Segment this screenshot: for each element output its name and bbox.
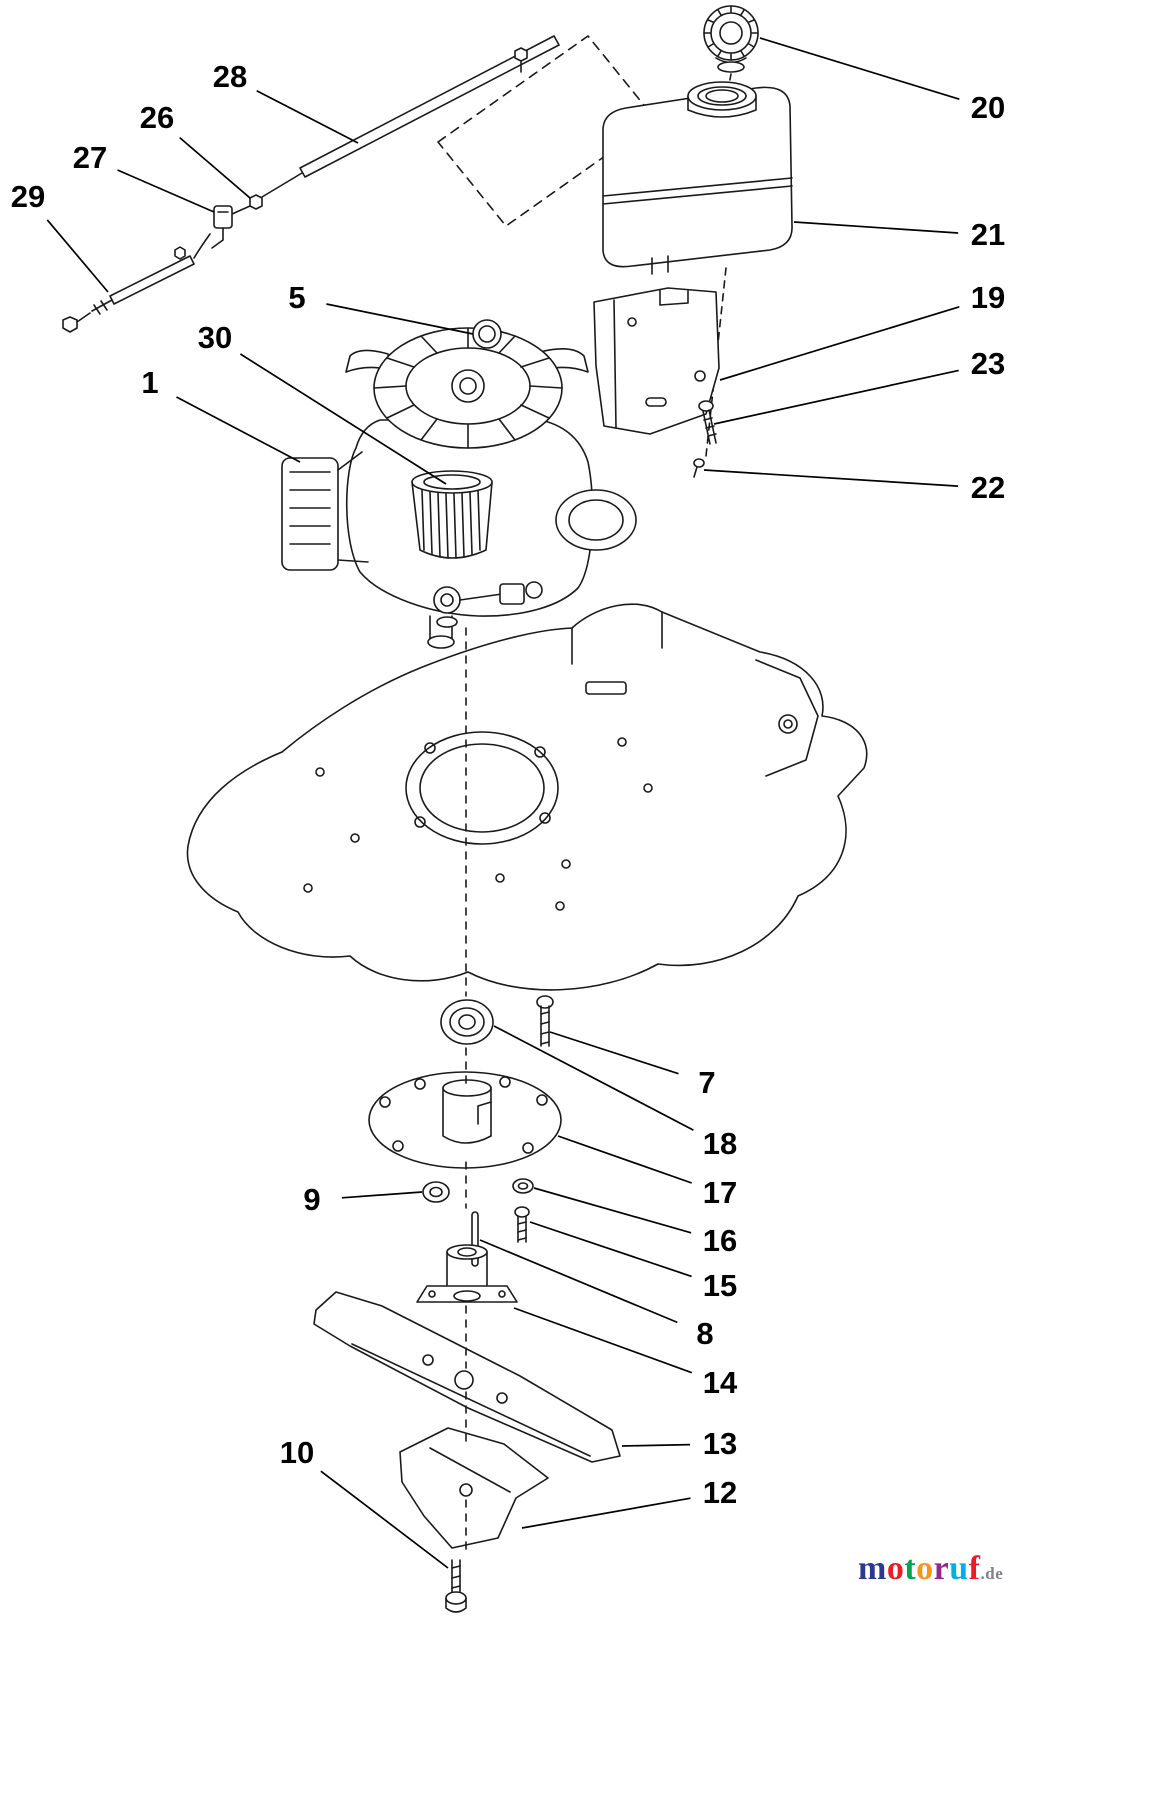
logo-letter: u xyxy=(949,1550,969,1587)
cable-rod xyxy=(62,246,195,333)
bracket-bolt xyxy=(698,400,717,445)
logo-letter: o xyxy=(886,1550,905,1587)
blade-bolt xyxy=(514,1206,530,1243)
leader-line-19 xyxy=(719,305,960,381)
leader-line-1 xyxy=(176,396,301,463)
air-cleaner xyxy=(411,470,493,559)
tank-bracket xyxy=(593,287,720,435)
fan-shroud xyxy=(345,319,589,449)
spindle-bearing xyxy=(440,999,494,1045)
cable-clamp xyxy=(193,205,233,259)
leader-line-8 xyxy=(479,1239,678,1324)
leader-line-16 xyxy=(533,1187,692,1234)
fuel-tank xyxy=(602,81,793,275)
leader-line-10 xyxy=(320,1470,449,1569)
lock-washer xyxy=(512,1178,534,1194)
leader-line-13 xyxy=(621,1443,691,1447)
logo-letter: m xyxy=(858,1550,887,1587)
leader-line-28 xyxy=(256,89,359,144)
carburetor xyxy=(433,581,543,628)
leader-line-22 xyxy=(703,469,959,487)
leader-line-7 xyxy=(549,1031,679,1075)
control-rod xyxy=(261,35,560,198)
logo-suffix: .de xyxy=(980,1564,1004,1583)
leader-line-29 xyxy=(46,219,109,293)
logo-letter: o xyxy=(916,1550,934,1587)
leader-line-14 xyxy=(513,1307,693,1374)
logo-letter: t xyxy=(904,1550,917,1587)
leader-line-20 xyxy=(759,37,960,101)
leader-line-17 xyxy=(557,1135,692,1184)
small-screw xyxy=(693,458,705,478)
blade-accelerator xyxy=(399,1427,549,1549)
mower-deck xyxy=(186,603,868,991)
bottom-bolt xyxy=(445,1559,467,1613)
leader-line-23 xyxy=(713,369,959,425)
blade-adapter xyxy=(416,1244,518,1303)
fuel-cap xyxy=(703,5,759,73)
leader-line-15 xyxy=(529,1221,692,1278)
deck-bolt xyxy=(536,995,554,1047)
logo-letter: f xyxy=(968,1550,981,1587)
leader-line-27 xyxy=(117,169,215,213)
engine-side-panel xyxy=(281,451,369,571)
leader-line-5 xyxy=(326,303,474,335)
logo-letter: r xyxy=(933,1550,950,1587)
leader-line-30 xyxy=(239,353,447,485)
blade-driver-plate xyxy=(368,1071,562,1169)
mower-blade xyxy=(313,1291,621,1463)
leader-line-26 xyxy=(179,136,251,199)
leader-line-12 xyxy=(521,1497,691,1529)
leader-line-18 xyxy=(493,1025,694,1131)
motoruf-logo[interactable]: motoruf.de xyxy=(858,1550,1003,1588)
center-washer xyxy=(422,1181,450,1203)
leader-line-21 xyxy=(793,221,959,234)
leader-line-9 xyxy=(341,1191,423,1199)
